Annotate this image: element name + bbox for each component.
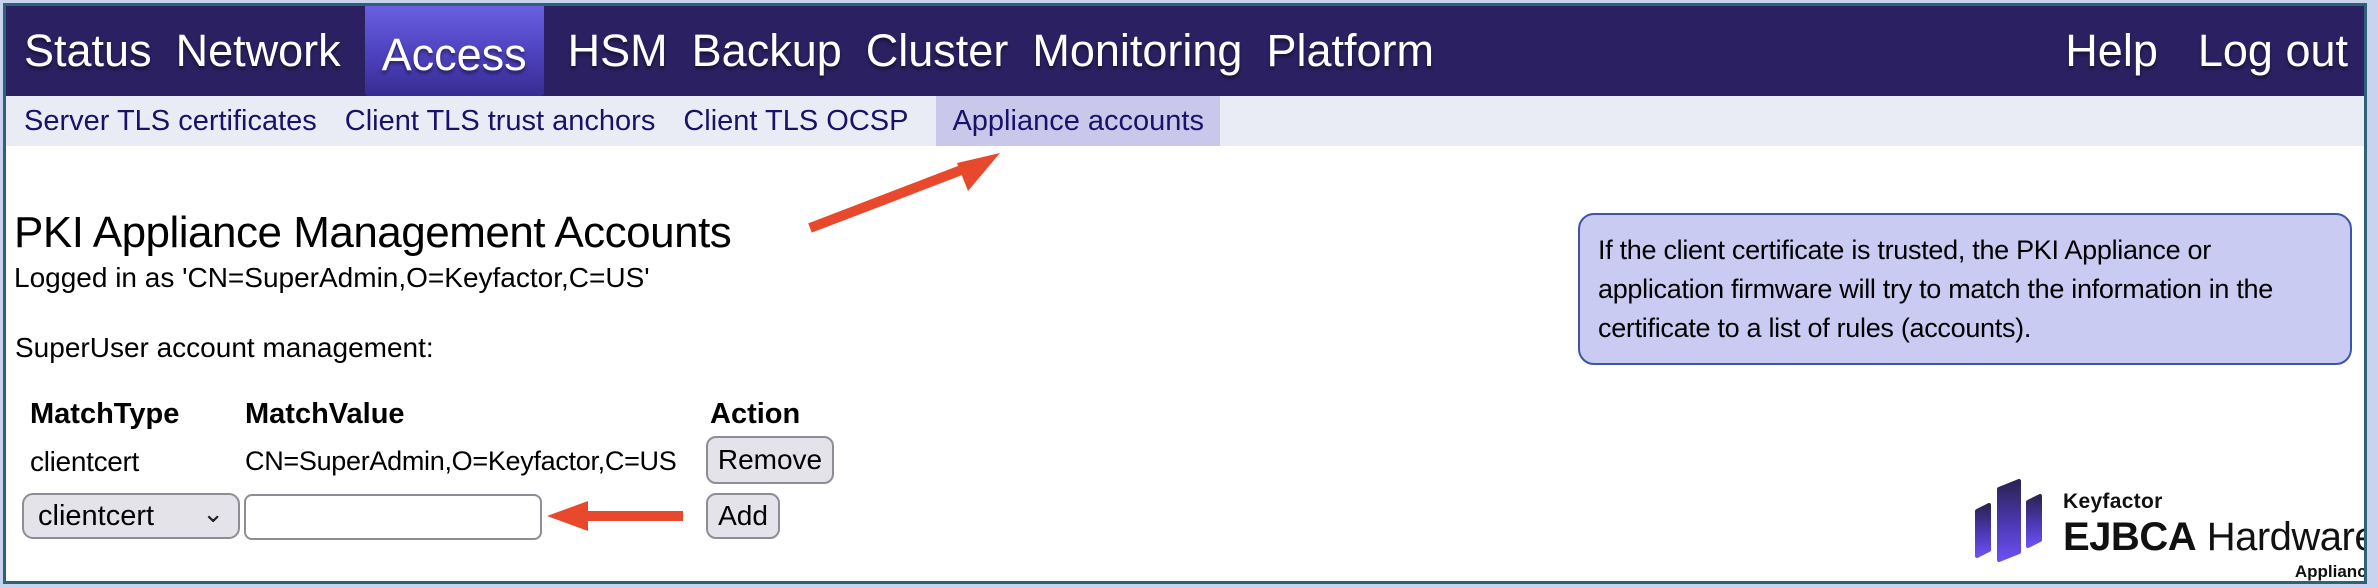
nav-item-monitoring[interactable]: Monitoring xyxy=(1032,25,1243,76)
top-navigation-bar: Status Network Access HSM Backup Cluster… xyxy=(6,6,2364,96)
arrow-to-match-value-input xyxy=(547,501,683,531)
match-type-select-value: clientcert xyxy=(38,499,155,532)
arrow-to-appliance-accounts-tab xyxy=(808,153,1000,233)
logo-tagline-text: Appliance xyxy=(2294,562,2367,581)
logo-product-rest: Hardware xyxy=(2196,515,2367,559)
subnav-item-server-tls-certificates[interactable]: Server TLS certificates xyxy=(24,104,317,137)
logo-product-bold: EJBCA xyxy=(2063,515,2197,559)
column-header-matchtype: MatchType xyxy=(30,398,180,430)
logo-product-text: EJBCA Hardware xyxy=(2063,515,2367,560)
nav-item-logout[interactable]: Log out xyxy=(2197,25,2348,76)
table-row-matchtype-value: clientcert xyxy=(30,446,140,477)
logo-brand-text: Keyfactor xyxy=(2063,490,2163,513)
nav-item-hsm[interactable]: HSM xyxy=(567,25,668,76)
info-box: If the client certificate is trusted, th… xyxy=(1578,213,2352,365)
logged-in-as-text: Logged in as 'CN=SuperAdmin,O=Keyfactor,… xyxy=(14,262,650,293)
nav-item-access[interactable]: Access xyxy=(364,6,544,96)
info-box-line: application firmware will try to match t… xyxy=(1598,274,2273,304)
match-type-select[interactable]: clientcert ⌄ xyxy=(22,493,240,539)
subnav-item-client-tls-ocsp[interactable]: Client TLS OCSP xyxy=(683,104,909,137)
app-window: Status Network Access HSM Backup Cluster… xyxy=(3,3,2367,584)
section-heading: SuperUser account management: xyxy=(15,332,434,363)
remove-button[interactable]: Remove xyxy=(706,436,834,484)
keyfactor-ejbca-logo: Keyfactor EJBCA Hardware Appliance xyxy=(1971,476,2367,581)
nav-item-status[interactable]: Status xyxy=(24,25,152,76)
subnav-item-appliance-accounts[interactable]: Appliance accounts xyxy=(936,96,1220,146)
subnav-item-client-tls-trust-anchors[interactable]: Client TLS trust anchors xyxy=(344,104,656,137)
info-box-line: certificate to a list of rules (accounts… xyxy=(1598,313,2032,343)
nav-item-cluster[interactable]: Cluster xyxy=(865,25,1009,76)
nav-item-help[interactable]: Help xyxy=(2065,25,2158,76)
column-header-action: Action xyxy=(710,398,801,430)
sub-navigation-bar: Server TLS certificates Client TLS trust… xyxy=(6,96,2364,146)
column-header-matchvalue: MatchValue xyxy=(245,398,405,430)
nav-item-network[interactable]: Network xyxy=(175,25,341,76)
keyfactor-logo-bars-icon xyxy=(1975,479,2042,562)
page-title: PKI Appliance Management Accounts xyxy=(14,208,732,257)
info-box-line: If the client certificate is trusted, th… xyxy=(1598,235,2211,265)
add-button[interactable]: Add xyxy=(706,493,780,539)
nav-item-platform[interactable]: Platform xyxy=(1266,25,1434,76)
match-value-input[interactable] xyxy=(244,494,542,540)
logo-text: Keyfactor EJBCA Hardware Appliance xyxy=(2063,476,2367,581)
nav-item-backup[interactable]: Backup xyxy=(691,25,842,76)
chevron-down-icon: ⌄ xyxy=(202,498,224,528)
table-row-matchvalue-value: CN=SuperAdmin,O=Keyfactor,C=US xyxy=(245,446,677,476)
